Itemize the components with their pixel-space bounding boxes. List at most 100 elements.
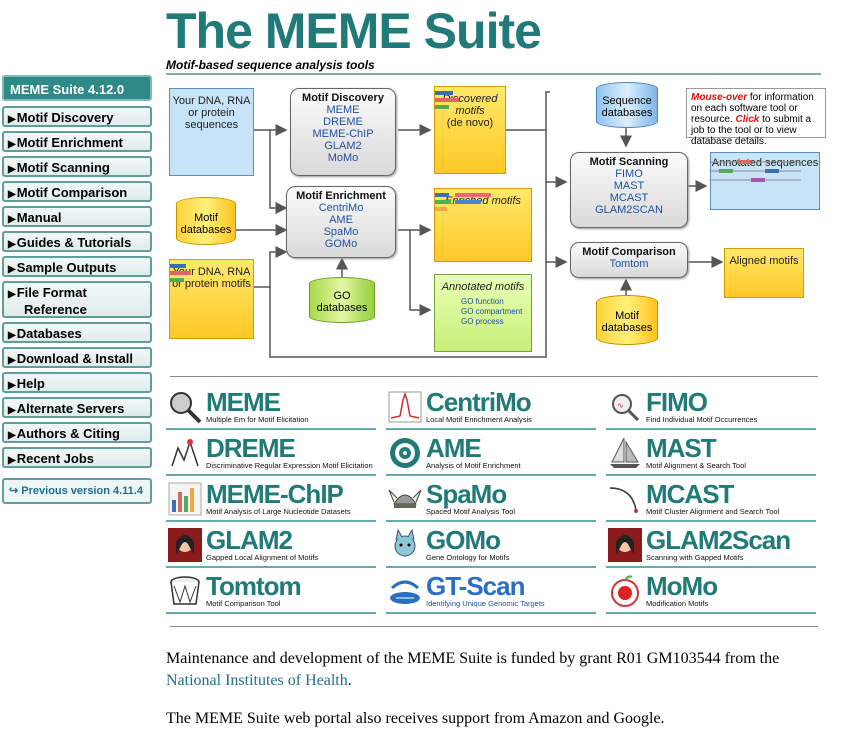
cat-icon [394, 528, 416, 557]
motif-bars-icon [435, 91, 459, 109]
sidebar-item-sample-outputs[interactable]: ▶Sample Outputs [2, 256, 152, 277]
tools-top-divider [170, 376, 818, 377]
triangle-right-icon: ▶ [8, 214, 16, 225]
tool-tile-meme[interactable]: MEME Multiple Em for Motif Elicitation [166, 387, 376, 430]
tool-link-mcast[interactable]: MCAST [609, 192, 649, 204]
triangle-right-icon: ▶ [8, 189, 16, 200]
triangle-right-icon: ▶ [8, 239, 16, 250]
peak-icon [388, 391, 422, 423]
chip-icon [168, 482, 202, 516]
motif-databases-cylinder-2[interactable]: Motif databases [596, 295, 658, 345]
sidebar-item-recent-jobs[interactable]: ▶Recent Jobs [2, 447, 152, 468]
sailboat-icon [610, 437, 640, 468]
tool-link-centrimo[interactable]: CentriMo [318, 202, 364, 214]
motif-scanning-box[interactable]: Motif Scanning FIMO MAST MCAST GLAM2SCAN [570, 152, 688, 228]
tools-bottom-divider [170, 626, 818, 627]
discovered-motifs-doc: Discovered motifs (de novo) [434, 86, 506, 174]
motif-bars-icon [170, 264, 190, 282]
sidebar-item-motif-scanning[interactable]: ▶Motif Scanning [2, 156, 152, 177]
triangle-right-icon: ▶ [8, 455, 16, 466]
triangle-right-icon: ▶ [8, 264, 16, 275]
sidebar-item-motif-comparison[interactable]: ▶Motif Comparison [2, 181, 152, 202]
magnifier-dna-icon: ∿ [612, 394, 640, 422]
motif-databases-cylinder[interactable]: Motif databases [176, 197, 236, 245]
return-arrow-icon: ↪ [9, 485, 22, 497]
tool-link-meme-chip[interactable]: MEME-ChIP [312, 128, 374, 140]
tool-link-ame[interactable]: AME [329, 214, 353, 226]
sequence-databases-cylinder[interactable]: Sequence databases [596, 82, 658, 128]
fishing-rod-icon [609, 487, 638, 513]
version-badge[interactable]: MEME Suite 4.12.0 [2, 75, 152, 101]
tool-tile-spamo[interactable]: SpaMo Spaced Motif Analysis Tool [386, 479, 596, 522]
glamour-face-icon [168, 528, 202, 562]
magnifier-icon [170, 392, 202, 424]
motif-discovery-box[interactable]: Motif Discovery MEME DREME MEME-ChIP GLA… [290, 88, 396, 176]
workflow-diagram: Your DNA, RNA or protein sequences Motif… [166, 82, 826, 372]
triangle-right-icon: ▶ [8, 405, 16, 416]
motif-bars-icon [435, 193, 491, 211]
tool-link-spamo[interactable]: SpaMo [323, 226, 359, 238]
viking-icon [388, 489, 422, 508]
sidebar-item-help[interactable]: ▶Help [2, 372, 152, 393]
tool-link-mast[interactable]: MAST [613, 180, 645, 192]
tool-tile-momo[interactable]: MoMo Modification Motifs [606, 571, 816, 614]
tool-link-glam2[interactable]: GLAM2 [324, 140, 362, 152]
tool-tile-glam2scan[interactable]: GLAM2Scan Scanning with Gapped Motifs [606, 525, 816, 568]
triangle-right-icon: ▶ [8, 355, 16, 366]
tool-link-momo[interactable]: MoMo [327, 152, 359, 164]
tool-tile-dreme[interactable]: DREME Discriminative Regular Expression … [166, 433, 376, 476]
tool-link-fimo[interactable]: FIMO [615, 168, 643, 180]
tool-tile-centrimo[interactable]: CentriMo Local Motif Enrichment Analysis [386, 387, 596, 430]
sidebar-item-motif-enrichment[interactable]: ▶Motif Enrichment [2, 131, 152, 152]
aligned-motifs-doc: Aligned motifs [724, 248, 804, 298]
enriched-motifs-doc: Enriched motifs [434, 188, 532, 262]
tool-tile-gomo[interactable]: GOMo Gene Ontology for Motifs [386, 525, 596, 568]
diagram-help-note: Mouse-over for information on each softw… [686, 88, 826, 147]
funding-paragraph: Maintenance and development of the MEME … [166, 650, 780, 689]
triangle-right-icon: ▶ [8, 114, 16, 125]
sidebar-item-manual[interactable]: ▶Manual [2, 206, 152, 227]
apple-icon [611, 575, 639, 607]
previous-version-link[interactable]: ↪ Previous version 4.11.4 [2, 478, 152, 504]
sidebar-item-authors[interactable]: ▶Authors & Citing [2, 422, 152, 443]
tool-link-dreme[interactable]: DREME [323, 116, 363, 128]
input-motifs-doc[interactable]: Your DNA, RNA or protein motifs [169, 259, 254, 339]
target-icon [390, 438, 420, 468]
tool-tile-glam2[interactable]: GLAM2 Gapped Local Alignment of Motifs [166, 525, 376, 568]
glamour-face-icon [608, 528, 642, 562]
tool-tile-fimo[interactable]: ∿ FIMO Find Individual Motif Occurrences [606, 387, 816, 430]
annotated-seq-lines-icon [711, 160, 801, 182]
sidebar-nav: MEME Suite 4.12.0 ▶Motif Discovery ▶Moti… [2, 75, 152, 504]
triangle-right-icon: ▶ [8, 289, 16, 300]
sidebar-item-motif-discovery[interactable]: ▶Motif Discovery [2, 106, 152, 127]
tool-tile-ame[interactable]: AME Analysis of Motif Enrichment [386, 433, 596, 476]
tool-tile-meme-chip[interactable]: MEME-ChIP Motif Analysis of Large Nucleo… [166, 479, 376, 522]
triangle-right-icon: ▶ [8, 139, 16, 150]
site-subtitle: Motif-based sequence analysis tools [166, 58, 375, 72]
tool-link-meme[interactable]: MEME [326, 104, 360, 116]
tool-tile-mcast[interactable]: MCAST Motif Cluster Alignment and Search… [606, 479, 816, 522]
tool-link-gomo[interactable]: GOMo [324, 238, 358, 250]
sidebar-item-download[interactable]: ▶Download & Install [2, 347, 152, 368]
triangle-right-icon: ▶ [8, 330, 16, 341]
dna-scan-icon [390, 580, 420, 604]
tool-tile-mast[interactable]: MAST Motif Alignment & Search Tool [606, 433, 816, 476]
tool-tile-tomtom[interactable]: Tomtom Motif Comparison Tool [166, 571, 376, 614]
tool-tile-gt-scan[interactable]: GT-Scan Identifying Unique Genomic Targe… [386, 571, 596, 614]
go-databases-cylinder[interactable]: GO databases [309, 277, 375, 323]
sidebar-item-guides[interactable]: ▶Guides & Tutorials [2, 231, 152, 252]
motif-comparison-box[interactable]: Motif Comparison Tomtom [570, 242, 688, 278]
sidebar-item-alternate-servers[interactable]: ▶Alternate Servers [2, 397, 152, 418]
motif-enrichment-box[interactable]: Motif Enrichment CentriMo AME SpaMo GOMo [286, 186, 396, 258]
tool-link-tomtom[interactable]: Tomtom [609, 258, 649, 270]
annotated-motifs-doc: Annotated motifs GO function GO compartm… [434, 274, 532, 352]
nih-link[interactable]: National Institutes of Health [166, 672, 348, 689]
svg-text:∿: ∿ [617, 401, 624, 410]
triangle-right-icon: ▶ [8, 164, 16, 175]
sidebar-item-databases[interactable]: ▶Databases [2, 322, 152, 343]
dream-icon [171, 439, 199, 467]
input-sequences-doc[interactable]: Your DNA, RNA or protein sequences [169, 88, 254, 176]
drum-icon [170, 576, 200, 605]
tool-link-glam2scan[interactable]: GLAM2SCAN [595, 204, 663, 216]
